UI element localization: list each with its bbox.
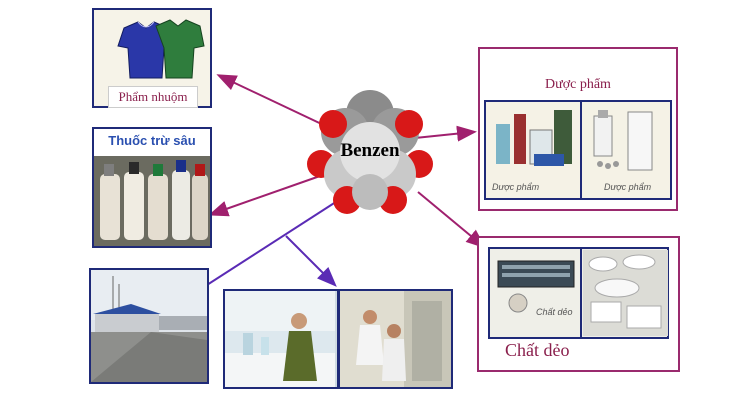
- lab-photo-right: [340, 291, 451, 387]
- pharma-photo-right: [593, 110, 653, 171]
- lab-photo-divider: [337, 291, 340, 387]
- arrow-to-lab: [285, 235, 337, 287]
- plastics-photo-right: [583, 250, 668, 336]
- plastics-photo-divider: [580, 249, 582, 337]
- factory-panel: [89, 268, 209, 384]
- carbon-sphere-bottom: [352, 174, 388, 210]
- pharma-photo-left: [496, 110, 572, 166]
- factory-photo: [91, 270, 207, 382]
- carbon-sphere-center: [340, 122, 400, 182]
- dyes-panel: Phẩm nhuộm: [92, 8, 212, 108]
- lab-panel: [223, 289, 453, 389]
- plastics-title: Chất dẻo: [505, 340, 570, 360]
- arrow-to-dyes: [216, 74, 331, 129]
- arrow-to-pesticide: [208, 175, 321, 217]
- plastics-panel: Chất dẻo Chất dẻo: [477, 236, 680, 372]
- benzene-molecule: [307, 90, 433, 214]
- lab-photo-left: [225, 291, 335, 387]
- pharma-title: Dược phẩm: [545, 77, 611, 92]
- pesticide-label: Thuốc trừ sâu: [108, 133, 196, 148]
- pharma-panel: Dược phẩm Dược phẩm Dược phẩm: [478, 47, 678, 211]
- arrow-to-pharma: [414, 125, 477, 142]
- plastics-photos: Chất dẻo: [488, 247, 669, 339]
- pharma-photos: Dược phẩm Dược phẩm: [484, 100, 672, 200]
- hydrogen-sphere-1: [319, 110, 347, 138]
- pharma-photo-right-caption: Dược phẩm: [604, 182, 652, 192]
- dyes-label: Phẩm nhuộm: [108, 86, 198, 108]
- pharma-photo-divider: [580, 102, 582, 198]
- pesticide-bottles-photo: [94, 156, 210, 246]
- benzene-label: Benzen: [340, 140, 400, 161]
- clothing-illustration: [117, 19, 205, 79]
- hydrogen-sphere-2: [395, 110, 423, 138]
- arrow-to-plastics: [417, 191, 487, 249]
- pharma-photo-left-caption: Dược phẩm: [492, 182, 540, 192]
- pesticide-panel: Thuốc trừ sâu: [92, 127, 212, 248]
- plastics-photo-left-caption: Chất dẻo: [536, 307, 573, 317]
- plastics-photo-left: [497, 260, 575, 313]
